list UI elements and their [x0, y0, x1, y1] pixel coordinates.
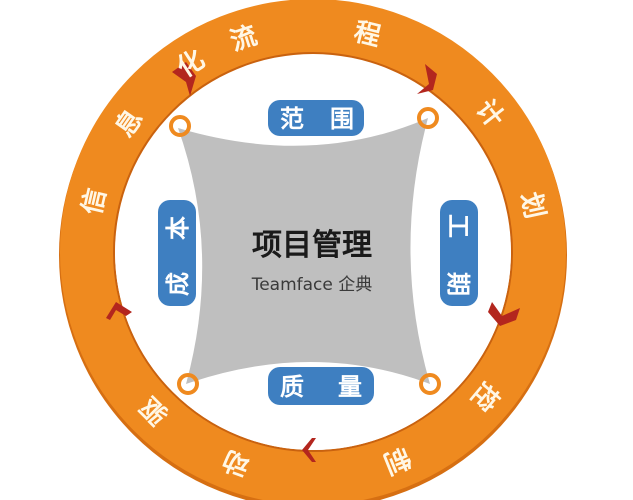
pill-cost-char2: 成	[164, 272, 192, 296]
pill-quality-char1: 质	[280, 373, 304, 401]
hook-icon	[419, 373, 441, 395]
arrow-icon	[302, 438, 316, 462]
ring-arrows	[106, 62, 520, 462]
arrow-icon	[417, 64, 437, 94]
arrow-icon	[106, 302, 132, 320]
orange-ring	[60, 0, 566, 500]
pill-cost-char1: 本	[164, 216, 192, 240]
ring-inner-edge	[113, 52, 513, 452]
pill-scope-char1: 范	[280, 105, 304, 133]
pill-quality-char2: 量	[338, 373, 362, 401]
hook-icon	[417, 107, 439, 129]
arrow-icon	[172, 62, 196, 96]
corner-hooks	[169, 107, 441, 395]
pill-quality: 质 量	[268, 367, 374, 405]
pill-scope: 范 围	[268, 100, 364, 136]
ring-label: 划	[515, 190, 550, 222]
arrow-icon	[488, 302, 520, 326]
hook-icon	[177, 373, 199, 395]
gray-canvas	[178, 118, 430, 384]
pill-schedule-char1: 工	[444, 214, 472, 238]
center-subtitle: Teamface 企典	[251, 275, 373, 295]
pill-schedule: 工 期	[440, 200, 478, 306]
pill-scope-char2: 围	[330, 105, 354, 133]
hook-icon	[169, 115, 191, 137]
center-title: 项目管理	[252, 228, 372, 263]
pill-schedule-char2: 期	[444, 272, 472, 296]
pill-cost: 本 成	[158, 200, 196, 306]
